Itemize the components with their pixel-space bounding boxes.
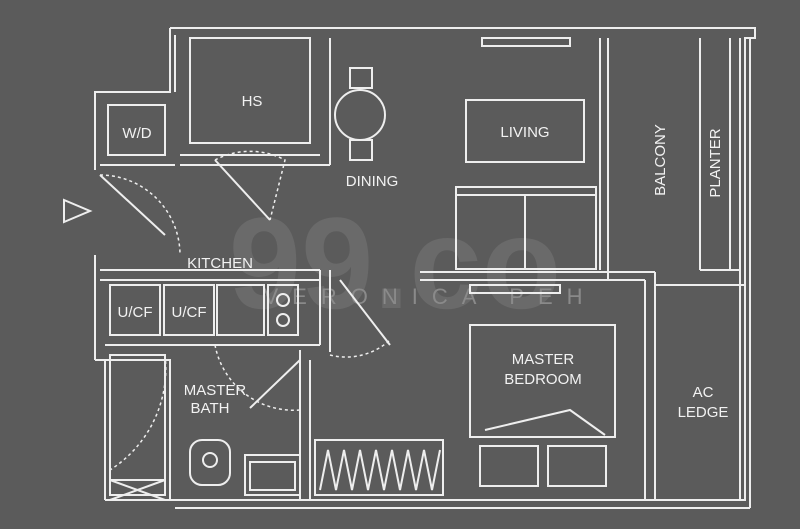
toilet: [189, 439, 231, 486]
living-table: [465, 99, 585, 163]
outer-wall-left: [94, 28, 171, 170]
basin: [244, 454, 301, 496]
label-ac-ledge-1: AC: [693, 384, 714, 401]
watermark: 99.co VERONICA PEH: [229, 190, 596, 336]
dining-table: [334, 89, 386, 141]
hs-box: [189, 37, 311, 144]
outer-wall: [95, 27, 756, 501]
hob: [267, 284, 299, 336]
ucf2-box: [163, 284, 215, 336]
label-hs: HS: [242, 93, 263, 110]
entrance-arrow-icon: [63, 198, 93, 224]
label-balcony: BALCONY: [652, 124, 669, 196]
label-master-bedroom-1: MASTER: [512, 351, 575, 368]
label-ucf1: U/CF: [118, 304, 153, 321]
label-wd: W/D: [122, 125, 151, 142]
label-living: LIVING: [500, 124, 549, 141]
watermark-agent: VERONICA PEH: [263, 284, 596, 309]
bed: [469, 324, 616, 438]
shower: [109, 354, 166, 496]
label-kitchen: KITCHEN: [187, 255, 253, 272]
ucf1-box: [109, 284, 161, 336]
label-ucf2: U/CF: [172, 304, 207, 321]
wardrobe: [314, 439, 444, 496]
label-master-bath-1: MASTER: [184, 382, 247, 399]
label-planter: PLANTER: [707, 128, 724, 197]
door-swings: [99, 150, 391, 471]
watermark-logo: 99.co: [229, 190, 561, 336]
label-ac-ledge-2: LEDGE: [678, 404, 729, 421]
room-labels: HS W/D DINING LIVING BALCONY PLANTER KIT…: [118, 93, 729, 421]
label-master-bath-2: BATH: [191, 400, 230, 417]
walls: [94, 27, 756, 509]
sink: [216, 284, 265, 336]
label-master-bedroom-2: BEDROOM: [504, 371, 582, 388]
label-dining: DINING: [346, 173, 399, 190]
wd-box: [107, 104, 166, 156]
